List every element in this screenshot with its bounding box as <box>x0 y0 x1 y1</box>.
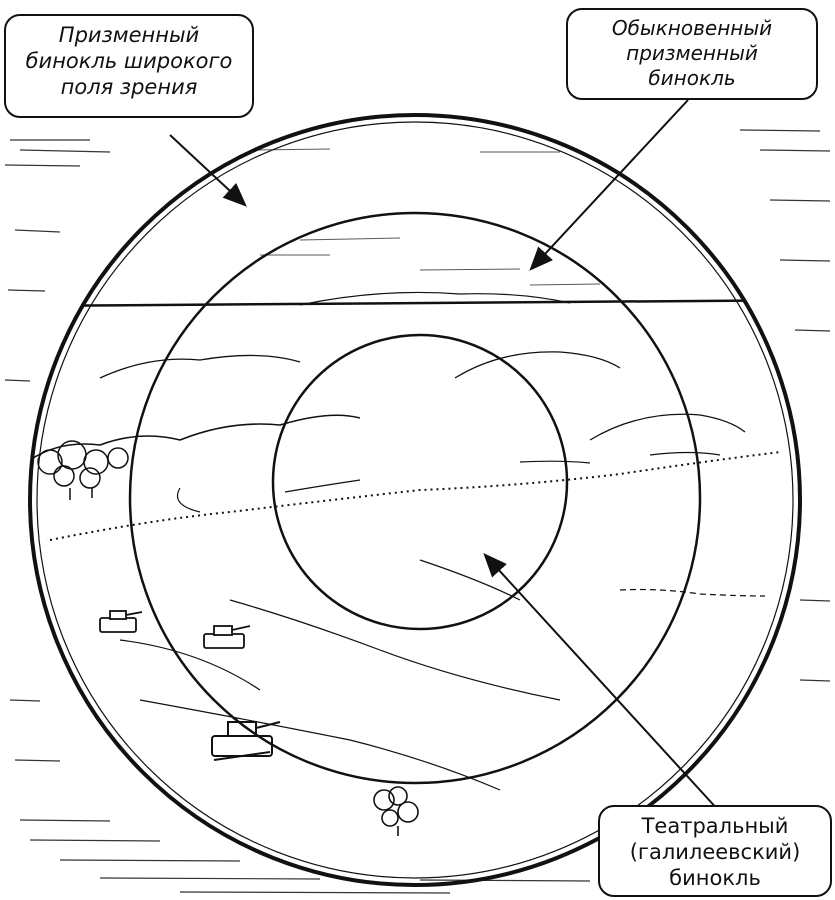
label-ordinary-prism-binocular: Обыкновенный призменный бинокль <box>566 8 818 100</box>
ordinary-field-circle <box>128 211 702 785</box>
landscape <box>30 148 800 836</box>
tank-icon <box>211 721 281 761</box>
terrain-lines <box>119 451 766 791</box>
label-line: Обыкновенный <box>611 16 773 40</box>
tank-icon <box>99 610 143 633</box>
label-line: бинокль широкого <box>25 49 233 73</box>
bush-icon <box>373 786 419 836</box>
tree-icon <box>37 440 129 500</box>
horizon-line <box>30 298 800 308</box>
wide-field-circle-inner-edge <box>36 121 794 879</box>
treeline-far-right <box>589 413 746 441</box>
treeline-middle <box>99 354 301 379</box>
label-line: Призменный <box>58 23 200 47</box>
treeline-right <box>454 351 621 379</box>
treeline-left <box>30 414 361 461</box>
label-line: бинокль <box>648 66 736 90</box>
arrow-icon <box>483 553 721 813</box>
label-line: призменный <box>626 41 758 65</box>
tank-icon <box>203 625 251 649</box>
arrow-icon <box>529 99 689 271</box>
label-line: (галилеевский) <box>629 840 801 864</box>
arrow-icon <box>169 134 247 207</box>
background-hatching <box>4 129 831 894</box>
label-line: поля зрения <box>60 75 198 99</box>
dotted-road <box>49 451 781 541</box>
label-line: бинокль <box>669 866 761 890</box>
label-theatre-binocular: Театральный (галилеевский) бинокль <box>598 805 832 897</box>
wide-field-circle <box>28 113 802 887</box>
label-line: Театральный <box>641 814 789 838</box>
theatre-field-circle <box>271 333 569 631</box>
distant-hills <box>299 291 571 306</box>
label-wide-field-binocular: Призменный бинокль широкого поля зрения <box>4 14 254 118</box>
sky-hatching <box>249 148 601 286</box>
